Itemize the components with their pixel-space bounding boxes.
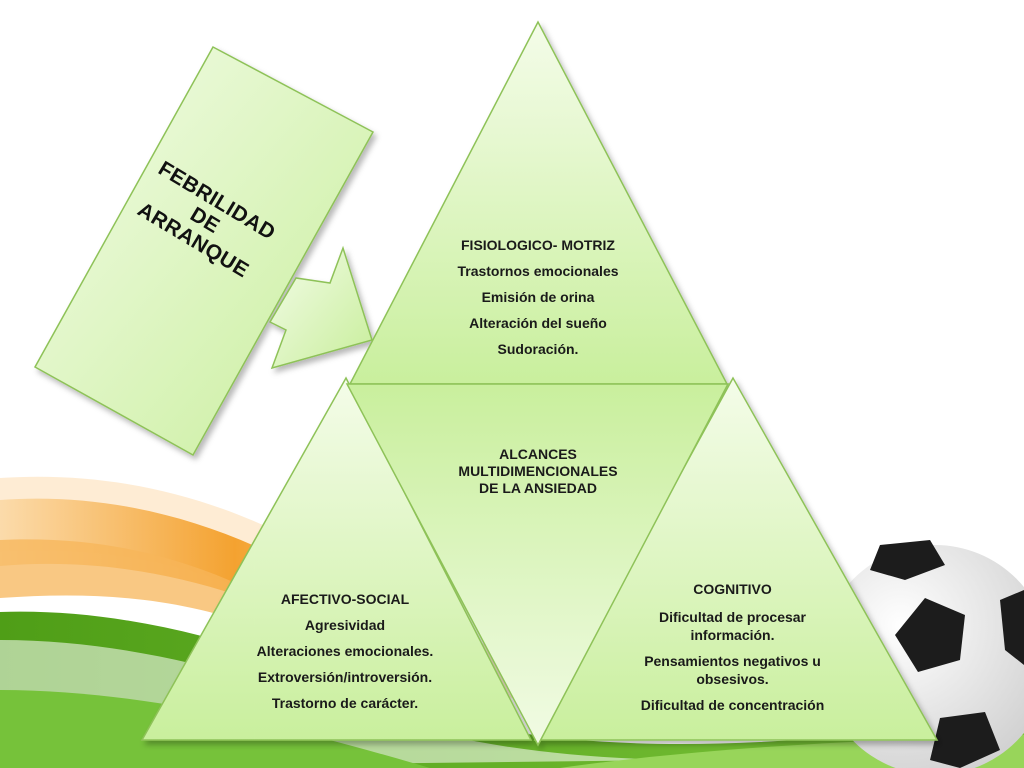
center-line-1: ALCANCES — [499, 446, 577, 462]
top-triangle-heading: FISIOLOGICO- MOTRIZ — [461, 237, 615, 253]
list-item: Extroversión/introversión. — [257, 669, 433, 685]
list-item: Dificultad de procesar información. — [658, 609, 807, 643]
left-triangle-text: AFECTIVO-SOCIAL Agresividad Alteraciones… — [225, 586, 465, 716]
center-triangle — [345, 383, 730, 747]
center-line-3: DE LA ANSIEDAD — [479, 480, 597, 496]
list-item: Trastorno de carácter. — [271, 695, 419, 711]
list-item: Agresividad — [304, 617, 386, 633]
list-item: Alteraciones emocionales. — [256, 643, 434, 659]
center-line-2: MULTIDIMENCIONALES — [458, 463, 618, 479]
right-triangle-heading: COGNITIVO — [693, 581, 772, 597]
top-triangle-text: FISIOLOGICO- MOTRIZ Trastornos emocional… — [418, 232, 658, 362]
list-item: Alteración del sueño — [469, 315, 607, 331]
arrow-right-icon — [268, 245, 373, 370]
right-triangle-text: COGNITIVO Dificultad de procesar informa… — [630, 580, 835, 714]
left-triangle — [140, 376, 533, 741]
list-item: Pensamientos negativos u obsesivos. — [644, 653, 821, 687]
list-item: Dificultad de concentración — [640, 697, 825, 713]
left-triangle-heading: AFECTIVO-SOCIAL — [280, 591, 410, 607]
title-box — [33, 45, 375, 457]
list-item: Trastornos emocionales — [457, 263, 619, 279]
list-item: Sudoración. — [497, 341, 579, 357]
center-triangle-text: ALCANCES MULTIDIMENCIONALES DE LA ANSIED… — [428, 446, 648, 497]
list-item: Emisión de orina — [481, 289, 595, 305]
